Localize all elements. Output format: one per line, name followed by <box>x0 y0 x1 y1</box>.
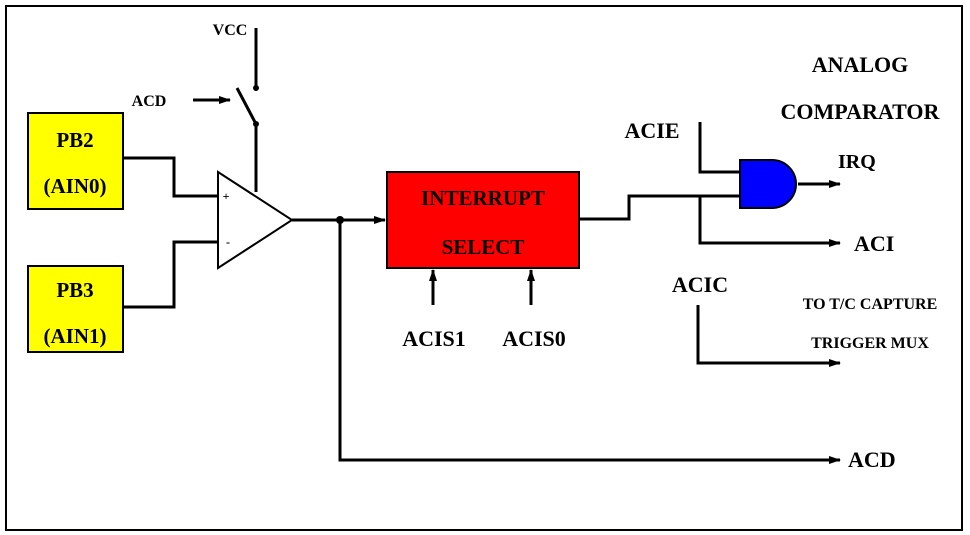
acd-switch-blade <box>235 87 258 125</box>
title-line1: ANALOG <box>812 52 909 77</box>
aci-output-label: ACI <box>854 231 894 256</box>
acd-switch-label: ACD <box>132 93 167 110</box>
wire-to-aci-output <box>698 196 841 247</box>
pb3-pin-box <box>27 265 124 353</box>
capture-mux-line1: TO T/C CAPTURE <box>803 296 938 313</box>
pb3-pin-alt: (AIN1) <box>44 324 107 348</box>
irq-label: IRQ <box>838 151 876 173</box>
interrupt-select-line1: INTERRUPT <box>421 186 545 210</box>
title-line2: COMPARATOR <box>781 99 941 124</box>
pb3-pin-name: PB3 <box>56 278 93 302</box>
capture-mux-line2: TRIGGER MUX <box>811 335 929 352</box>
acis1-label: ACIS1 <box>402 326 466 351</box>
acic-label: ACIC <box>672 272 728 297</box>
acd-output-label: ACD <box>848 447 896 472</box>
wire-ain0-to-plus <box>123 156 218 198</box>
comparator-minus-sign: - <box>226 235 230 249</box>
and-gate-symbol <box>739 159 797 209</box>
wire-acie-to-gate <box>698 122 740 174</box>
interrupt-select-block <box>386 171 580 269</box>
comparator-plus-sign: + <box>223 189 230 203</box>
comparator-symbol <box>217 170 294 270</box>
wire-interrupt-select-output <box>579 194 740 221</box>
pb2-pin-name: PB2 <box>56 128 93 152</box>
vcc-label: VCC <box>213 22 248 39</box>
switch-contact-top <box>253 85 259 91</box>
wire-to-acd-output <box>338 220 841 464</box>
wire-ain1-to-minus <box>123 240 218 309</box>
acis0-label: ACIS0 <box>502 326 566 351</box>
wire-acic-to-capture <box>696 305 841 367</box>
acie-label: ACIE <box>624 118 679 143</box>
pb2-pin-alt: (AIN0) <box>44 174 107 198</box>
pb2-pin-box <box>27 112 124 210</box>
interrupt-select-line2: SELECT <box>442 235 525 259</box>
